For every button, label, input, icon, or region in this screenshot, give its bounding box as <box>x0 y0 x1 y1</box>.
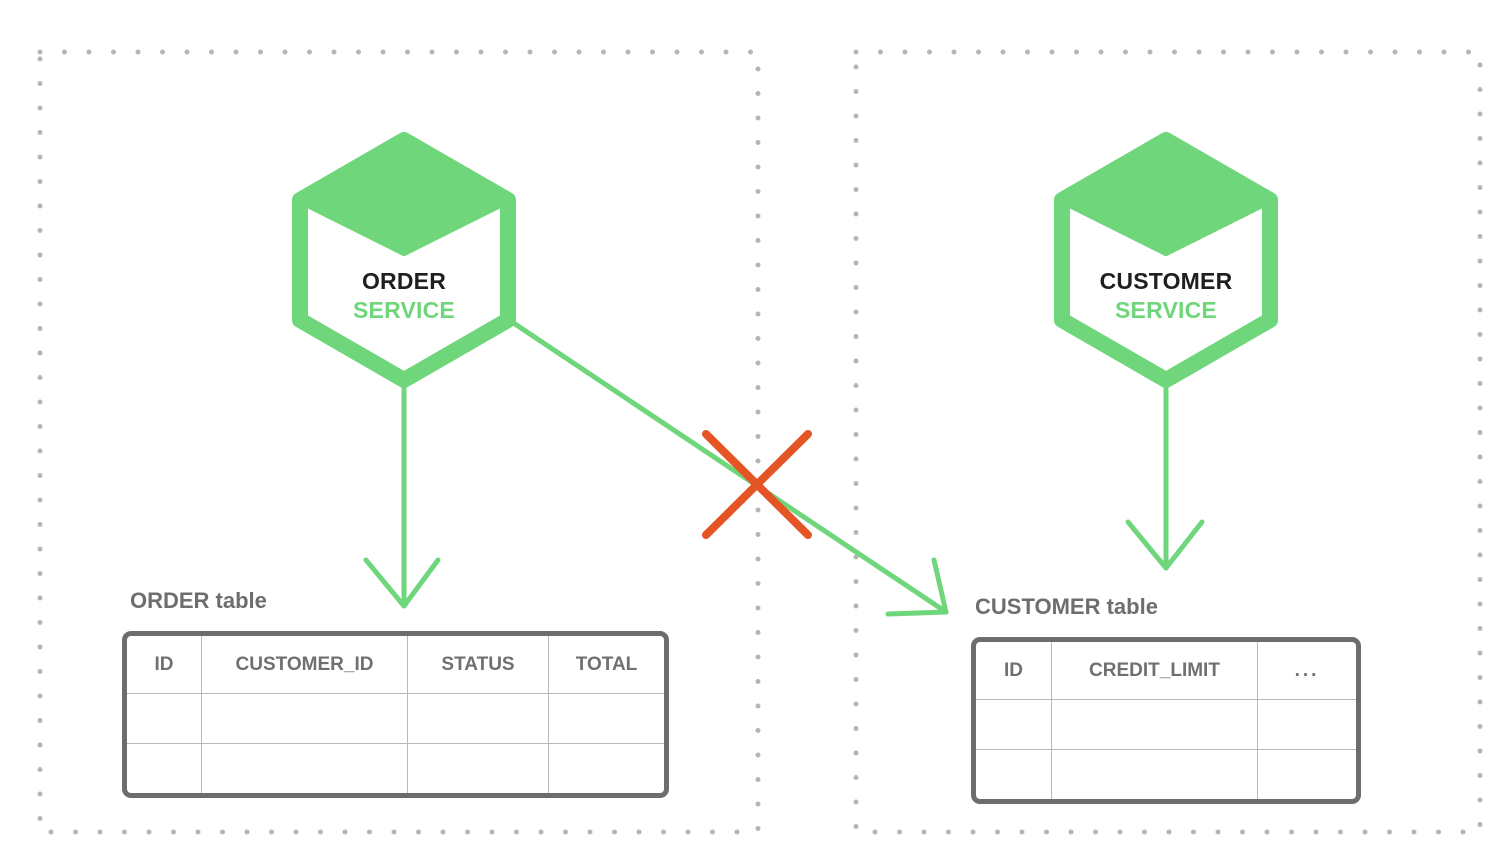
table-cell <box>408 744 549 793</box>
customer-table-caption: CUSTOMER table <box>975 594 1158 619</box>
column-header: ... <box>1258 642 1356 700</box>
table-cell <box>1052 700 1258 750</box>
table-cell <box>549 744 664 793</box>
table-cell <box>202 744 408 793</box>
table-cell <box>202 694 408 744</box>
order-table-caption: ORDER table <box>130 588 267 613</box>
column-header: STATUS <box>408 636 549 694</box>
table-cell <box>549 694 664 744</box>
column-header: CREDIT_LIMIT <box>1052 642 1258 700</box>
column-header: CUSTOMER_ID <box>202 636 408 694</box>
arrow-order-to-customer-table <box>509 319 949 617</box>
customer-table: ID CREDIT_LIMIT ... <box>971 637 1361 804</box>
order-service-label: ORDER SERVICE <box>334 267 474 325</box>
order-table: ID CUSTOMER_ID STATUS TOTAL <box>122 631 669 798</box>
order-service-subtitle: SERVICE <box>353 297 455 323</box>
table-cell <box>1052 750 1258 799</box>
table-row <box>127 744 664 793</box>
customer-service-label: CUSTOMER SERVICE <box>1076 267 1256 325</box>
table-cell <box>976 700 1052 750</box>
order-service-name: ORDER <box>361 268 447 294</box>
customer-boundary <box>853 49 1483 835</box>
table-cell <box>1258 700 1356 750</box>
arrow-order-to-order-table <box>363 379 441 609</box>
column-header: TOTAL <box>549 636 664 694</box>
table-row <box>976 700 1356 750</box>
table-row <box>127 694 664 744</box>
customer-service-name: CUSTOMER <box>1099 268 1233 294</box>
column-header: ID <box>127 636 202 694</box>
customer-service-subtitle: SERVICE <box>1115 297 1217 323</box>
order-service-hexagon-icon <box>292 132 516 388</box>
table-cell <box>127 744 202 793</box>
table-cell <box>408 694 549 744</box>
table-cell <box>976 750 1052 799</box>
arrow-customer-to-customer-table <box>1125 379 1205 571</box>
column-header: ID <box>976 642 1052 700</box>
table-header-row: ID CUSTOMER_ID STATUS TOTAL <box>127 636 664 694</box>
table-header-row: ID CREDIT_LIMIT ... <box>976 642 1356 700</box>
table-cell <box>127 694 202 744</box>
table-row <box>976 750 1356 799</box>
cross-icon <box>702 430 812 539</box>
customer-service-hexagon-icon <box>1054 132 1278 388</box>
table-cell <box>1258 750 1356 799</box>
